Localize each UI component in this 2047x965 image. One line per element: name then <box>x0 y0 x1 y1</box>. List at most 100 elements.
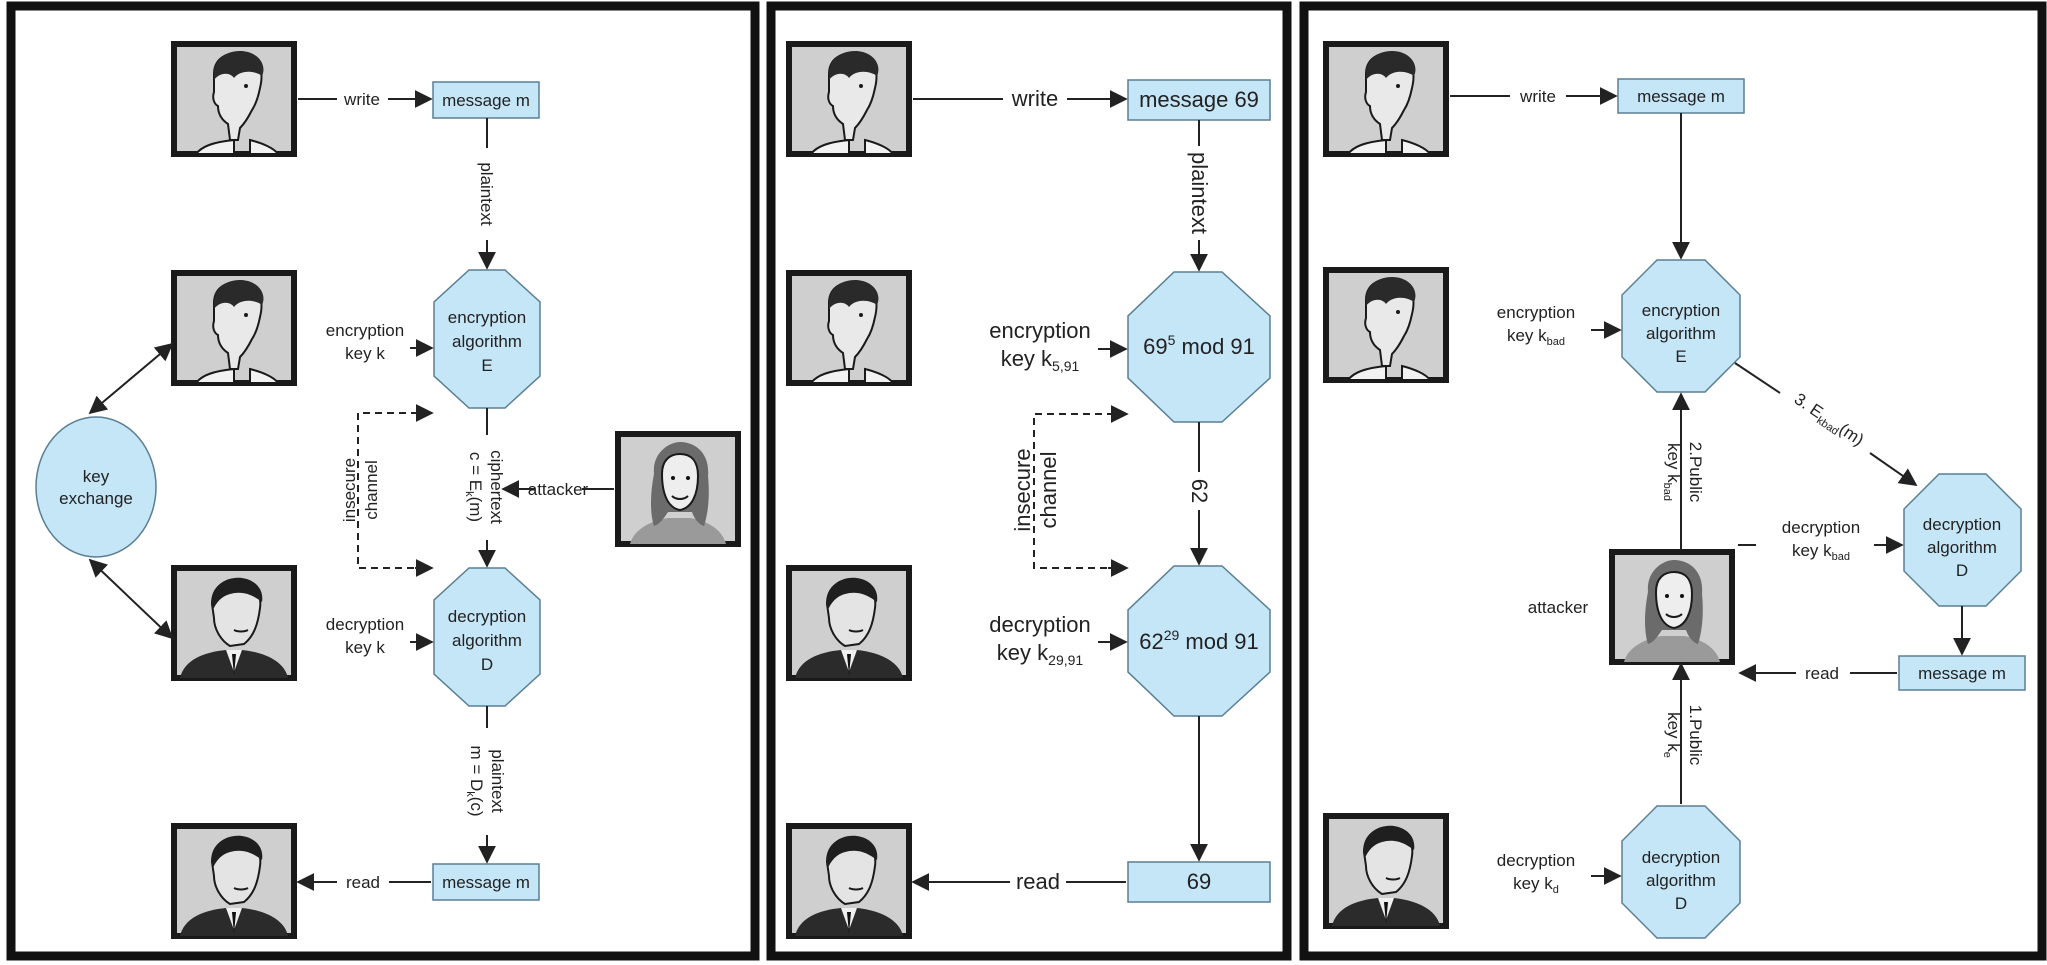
p3-step1-k: key k <box>1664 712 1683 752</box>
p3-enc-line1: encryption <box>1642 301 1720 320</box>
attacker-portrait <box>618 434 738 544</box>
p3-attacker-label: attacker <box>1528 598 1589 617</box>
p3-message-m-bottom <box>1898 655 2026 691</box>
p2-result-69-label: 69 <box>1187 869 1211 894</box>
p2-dec-mod: mod 91 <box>1179 629 1259 654</box>
key-exchange-line2: exchange <box>59 489 133 508</box>
p2-dec-key-k: key k <box>997 640 1049 665</box>
key-exchange-edge-top <box>88 342 174 415</box>
ciphertext-formula-sub: k <box>463 491 475 497</box>
enc-node-line3: E <box>481 356 492 375</box>
p3-write-label: write <box>1519 87 1556 106</box>
p2-read-label: read <box>1016 869 1060 894</box>
p3-dec-right-line2: algorithm <box>1927 538 1997 557</box>
message-m-bottom-label: message m <box>442 873 530 892</box>
p2-message-69 <box>1127 79 1271 121</box>
p3-step2-line1: 2.Public <box>1686 442 1705 503</box>
p3-encryptor-portrait <box>1326 270 1446 380</box>
p2-result-69 <box>1127 861 1271 903</box>
p3-step1-sub: e <box>1661 752 1673 758</box>
encryption-algorithm-node <box>433 269 541 409</box>
p3-dec-bottom-line2: algorithm <box>1646 871 1716 890</box>
attacker-label: attacker <box>528 480 589 499</box>
p3-dec-key-right-sub: bad <box>1832 551 1850 563</box>
p2-cipher-62: 62 <box>1187 479 1212 503</box>
p3-dec-key-right-line1: decryption <box>1782 518 1860 537</box>
p2-enc-key-line1: encryption <box>989 318 1091 343</box>
p3-dec-key-right-k: key k <box>1792 541 1832 560</box>
p3-step1-line2: key ke <box>1661 712 1683 758</box>
enc-node-line2: algorithm <box>452 332 522 351</box>
p3-step3-edge-a <box>1734 362 1781 394</box>
p3-step2-sub: bad <box>1661 483 1673 501</box>
p3-dec-key-bottom-sub: d <box>1553 884 1559 896</box>
p2-decryption-node <box>1127 565 1271 717</box>
write-label: write <box>343 90 380 109</box>
key-exchange-node <box>35 416 157 558</box>
dec-node-line1: decryption <box>448 607 526 626</box>
p3-step2-k: key k <box>1664 443 1683 483</box>
p3-dec-key-bottom-line1: decryption <box>1497 851 1575 870</box>
panel-2-frame <box>766 1 1292 961</box>
dec-key-line2: key k <box>345 638 385 657</box>
enc-key-line1: encryption <box>326 321 404 340</box>
encryptor-portrait <box>174 273 294 383</box>
p3-step2-line2: key kbad <box>1661 443 1683 501</box>
p2-sender-portrait <box>789 44 909 154</box>
p2-dec-base: 62 <box>1139 629 1163 654</box>
dec-key-line1: decryption <box>326 615 404 634</box>
read-label: read <box>346 873 380 892</box>
p2-enc-exp: 5 <box>1168 332 1176 348</box>
p2-write-label: write <box>1011 86 1058 111</box>
p2-enc-key-k: key k <box>1001 346 1053 371</box>
p2-insecure-line2: channel <box>1036 451 1061 528</box>
ciphertext-formula-b: (m) <box>466 497 485 522</box>
dec-node-line2: algorithm <box>452 631 522 650</box>
key-exchange-line1: key <box>83 467 110 486</box>
ciphertext-formula: c = Ek(m) <box>463 452 485 522</box>
p3-decryptor-portrait <box>1326 816 1446 926</box>
p3-dec-key-bottom-k: key k <box>1513 874 1553 893</box>
panel-rsa-example: message 69 695 mod 91 6229 mod 91 69 wri… <box>766 1 1292 961</box>
p2-plaintext-label: plaintext <box>1187 152 1212 234</box>
p2-dec-key-line1: decryption <box>989 612 1091 637</box>
p2-dec-key-line2: key k29,91 <box>997 640 1084 668</box>
p3-encryption-node <box>1621 259 1741 393</box>
p2-enc-mod: mod 91 <box>1175 334 1255 359</box>
p3-enc-line3: E <box>1675 347 1686 366</box>
plaintext-bottom-formula-a: m = D <box>467 745 486 791</box>
enc-node-line1: encryption <box>448 308 526 327</box>
p3-dec-key-bottom-line2: key kd <box>1513 874 1559 896</box>
p3-enc-key-line2: key kbad <box>1507 326 1565 348</box>
p3-decryption-node-bottom <box>1621 805 1741 939</box>
p3-dec-key-right-line2: key kbad <box>1792 541 1850 563</box>
ciphertext-label: ciphertext <box>487 450 506 524</box>
p2-insecure-line1: insecure <box>1010 448 1035 531</box>
p3-enc-key-k: key k <box>1507 326 1547 345</box>
decryption-algorithm-node <box>433 567 541 707</box>
p3-message-m-top-label: message m <box>1637 87 1725 106</box>
plaintext-bottom-formula-b: (c) <box>467 797 486 817</box>
p2-message-69-label: message 69 <box>1139 87 1259 112</box>
p2-dec-exp: 29 <box>1164 627 1180 643</box>
p2-dec-formula: 6229 mod 91 <box>1139 627 1259 654</box>
p3-enc-key-sub: bad <box>1547 336 1565 348</box>
p3-enc-key-line1: encryption <box>1497 303 1575 322</box>
p3-step3-edge-b <box>1869 452 1918 487</box>
panel-symmetric: message m encryption algorithm E decrypt… <box>6 1 760 961</box>
p3-attacker-portrait <box>1612 552 1732 662</box>
insecure-line1: insecure <box>340 458 359 522</box>
p2-insecure-path <box>1033 413 1126 569</box>
enc-key-line2: key k <box>345 344 385 363</box>
panel-3-frame <box>1299 1 2047 961</box>
p3-step1-line1: 1.Public <box>1686 705 1705 766</box>
p2-receiver-portrait <box>789 826 909 936</box>
p2-enc-formula: 695 mod 91 <box>1143 332 1255 359</box>
p3-dec-bottom-line3: D <box>1675 894 1687 913</box>
receiver-portrait <box>174 826 294 936</box>
p3-read-label: read <box>1805 664 1839 683</box>
p3-dec-right-line1: decryption <box>1923 515 2001 534</box>
p3-dec-bottom-line1: decryption <box>1642 848 1720 867</box>
panel-mitm: message m encryption algorithm E decrypt… <box>1299 1 2047 961</box>
